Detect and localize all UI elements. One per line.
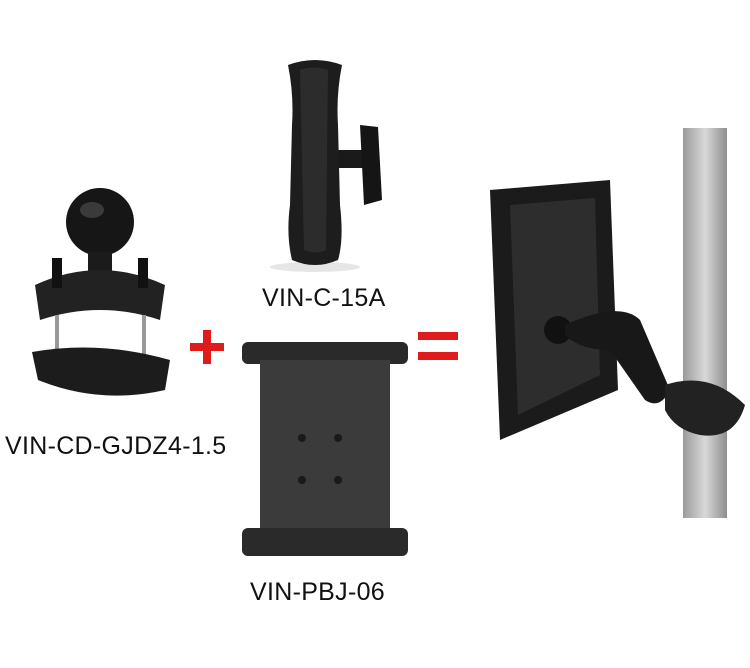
rail-clamp-ball-base-image	[32, 188, 170, 396]
assembled-mount-on-pole-image	[490, 128, 745, 518]
double-socket-arm-image	[270, 60, 382, 272]
arm-label: VIN-C-15A	[262, 284, 386, 312]
equals-icon	[418, 332, 458, 360]
plus-icon	[190, 330, 224, 364]
clamp-label: VIN-CD-GJDZ4-1.5	[5, 432, 227, 460]
tablet-cradle-image	[242, 342, 408, 556]
cradle-label: VIN-PBJ-06	[250, 578, 385, 606]
